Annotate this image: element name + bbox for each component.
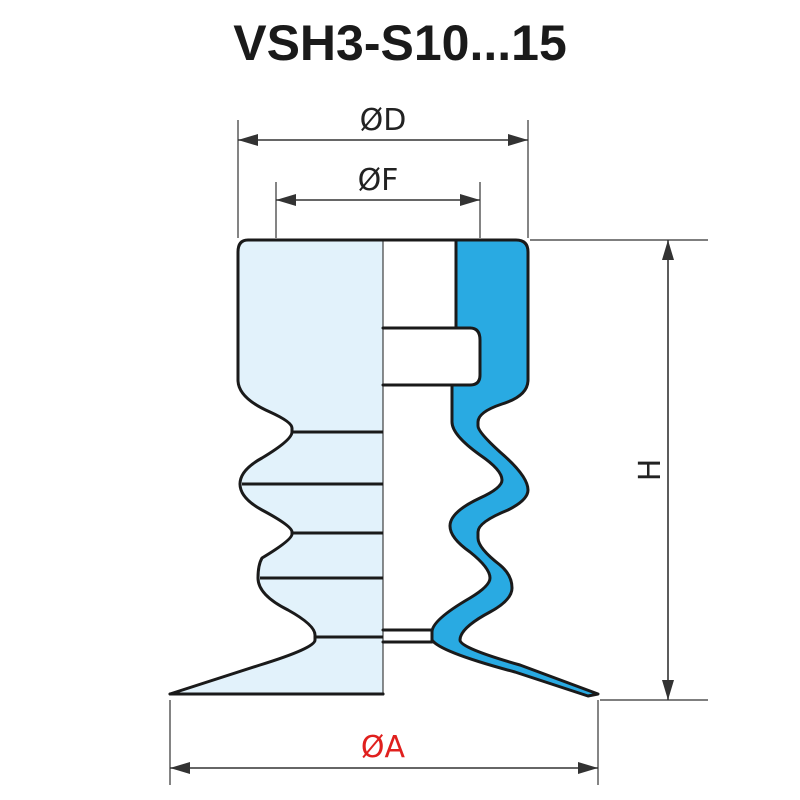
cup-section-outline <box>381 238 600 698</box>
cup-exterior-outline <box>168 238 385 696</box>
inner-bore-outline <box>381 238 482 387</box>
arrow-h-bottom <box>662 680 674 700</box>
cup-exterior-half <box>170 240 383 694</box>
neck-opening <box>381 628 434 644</box>
dim-label-f: ØF <box>358 163 399 198</box>
arrow-d-left <box>238 134 258 146</box>
drawing-title: VSH3-S10...15 <box>233 15 567 71</box>
dim-label-d: ØD <box>360 103 407 138</box>
arrow-d-right <box>508 134 528 146</box>
arrow-f-right <box>460 194 480 206</box>
arrow-a-right <box>578 762 598 774</box>
arrow-a-left <box>170 762 190 774</box>
dim-label-h: H <box>633 459 668 482</box>
dim-label-a: ØA <box>361 730 406 765</box>
arrow-h-top <box>662 240 674 260</box>
arrow-f-left <box>276 194 296 206</box>
